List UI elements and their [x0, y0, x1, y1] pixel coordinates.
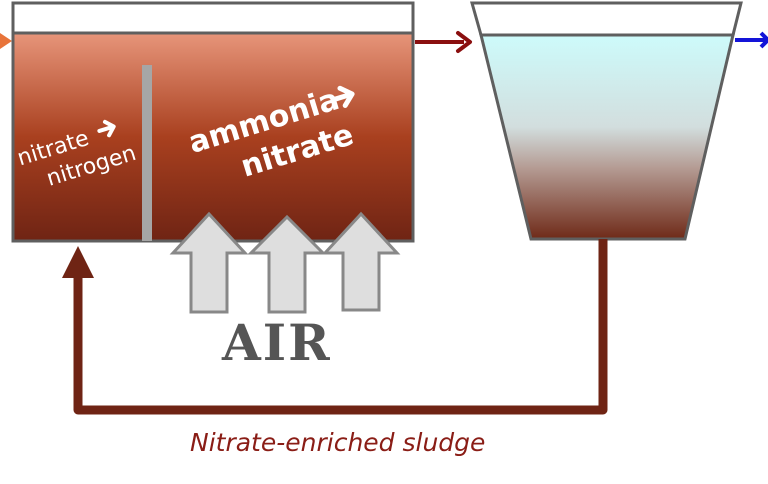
air-arrow-icon [169, 211, 249, 314]
anoxic-arrow-icon [97, 119, 116, 138]
air-arrow-icon [321, 211, 401, 312]
sludge-recycle-line [62, 239, 608, 415]
effluent-arrow [735, 31, 768, 49]
tank-mixed-liquor [11, 31, 415, 243]
clarifier [470, 1, 743, 241]
clarifier-freeboard [470, 1, 743, 37]
aerobic-arrow-icon [330, 85, 355, 109]
air-arrows [169, 211, 401, 314]
recycle-label: Nitrate-enriched sludge [190, 428, 485, 457]
baffle-wall [142, 65, 152, 241]
tank-freeboard [11, 1, 415, 35]
recycle-arrowhead-icon [62, 246, 94, 278]
clarifier-body [479, 33, 735, 241]
influent-arrow [0, 33, 12, 49]
tank-to-clarifier-arrow [415, 31, 472, 53]
aeration-tank [11, 1, 415, 243]
air-arrow-icon [247, 214, 327, 314]
air-label: AIR [221, 313, 332, 372]
